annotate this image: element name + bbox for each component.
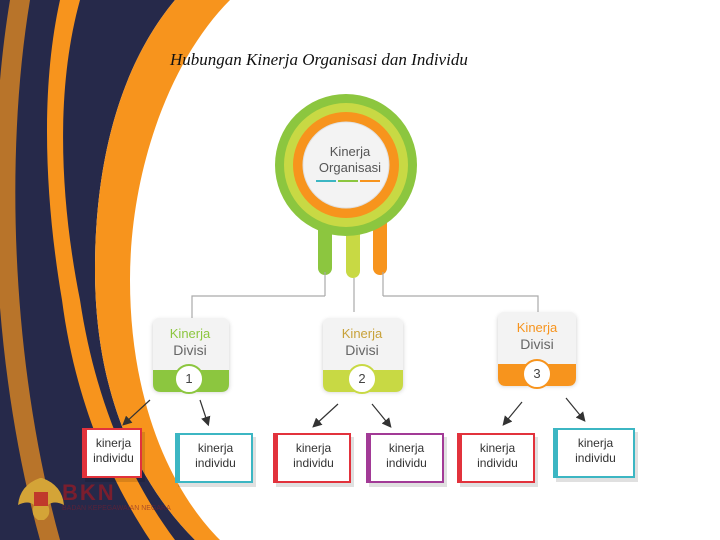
division-1-number: 1 (185, 371, 193, 386)
bkn-logo-text: BKN (62, 480, 116, 505)
division-card-3 (498, 312, 576, 389)
individual-1-line2: individu (93, 451, 134, 465)
individual-4-line2: individu (386, 456, 427, 470)
orange-outer-band (95, 0, 230, 540)
division-2-line2: Divisi (345, 342, 379, 358)
center-underline-teal (316, 180, 336, 182)
division-2-line1: Kinerja (341, 326, 383, 341)
division-card-1 (153, 318, 229, 394)
division-1-label: Kinerja Divisi (150, 325, 230, 359)
division-3-number: 3 (533, 366, 541, 381)
individual-box-1: kinerja individu (82, 428, 142, 478)
center-label-line2: Organisasi (318, 160, 382, 175)
individual-box-3: kinerja individu (273, 433, 351, 483)
individual-5-line2: individu (477, 456, 518, 470)
center-circle (302, 121, 390, 209)
individual-1-line1: kinerja (95, 436, 132, 450)
individual-box-5: kinerja individu (457, 433, 535, 483)
individual-4-line1: kinerja (388, 441, 425, 455)
center-underline-green (338, 180, 358, 182)
individual-5-line1: kinerja (479, 441, 516, 455)
garuda-emblem (18, 478, 64, 520)
individual-box-4: kinerja individu (366, 433, 444, 483)
individual-6-line2: individu (575, 451, 616, 465)
arrows (122, 397, 586, 428)
individual-3-line2: individu (293, 456, 334, 470)
individual-3-line1: kinerja (295, 441, 332, 455)
division-2-number: 2 (358, 371, 366, 386)
individual-box-6: kinerja individu (553, 428, 635, 478)
division-3-line1: Kinerja (516, 320, 558, 335)
orange-arc-inner (0, 0, 60, 540)
individual-6-line1: kinerja (577, 436, 614, 450)
division-1-line2: Divisi (173, 342, 207, 358)
division-card-2 (323, 318, 403, 394)
division-3-line2: Divisi (520, 336, 554, 352)
individual-2-line2: individu (195, 456, 236, 470)
bkn-logo-subtitle: BADAN KEPEGAWAIAN NEGARA (62, 505, 171, 512)
page-title: Hubungan Kinerja Organisasi dan Individu (170, 50, 468, 69)
center-underline-orange (360, 180, 380, 182)
center-label-line1: Kinerja (329, 144, 371, 159)
individual-2-line1: kinerja (197, 441, 234, 455)
center-label: Kinerja Organisasi (300, 144, 400, 176)
individual-box-2: kinerja individu (175, 433, 253, 483)
division-1-line1: Kinerja (169, 326, 211, 341)
division-2-label: Kinerja Divisi (322, 325, 402, 359)
connector-lines (191, 272, 539, 318)
division-3-label: Kinerja Divisi (497, 319, 577, 353)
